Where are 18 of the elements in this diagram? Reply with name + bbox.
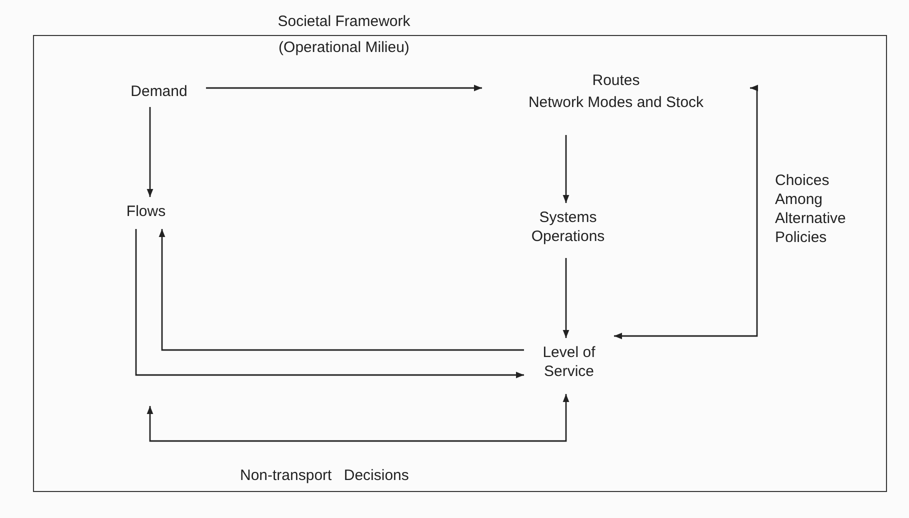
concept-label: Network Modes and Stock xyxy=(527,93,705,112)
concept-label: Demand xyxy=(117,82,201,102)
arrow xyxy=(206,84,482,92)
arrow xyxy=(146,394,570,442)
concept-heading: Routes xyxy=(591,71,641,90)
concept-label: Systems Operations xyxy=(525,208,611,252)
arrow xyxy=(562,135,570,203)
arrow xyxy=(614,84,758,340)
frame-subtitle: (Operational Milieu) xyxy=(278,38,410,57)
concept-label: Level of Service xyxy=(529,343,609,389)
concept-label: Flows xyxy=(119,202,173,224)
arrow xyxy=(562,258,570,338)
frame-title: Societal Framework xyxy=(276,12,412,31)
arrow xyxy=(146,107,154,197)
arrow xyxy=(135,229,524,378)
arrow xyxy=(158,229,524,351)
edge-label: Choices Among Alternative Policies xyxy=(775,171,847,247)
edge-label: Non-transport Decisions xyxy=(240,466,410,485)
